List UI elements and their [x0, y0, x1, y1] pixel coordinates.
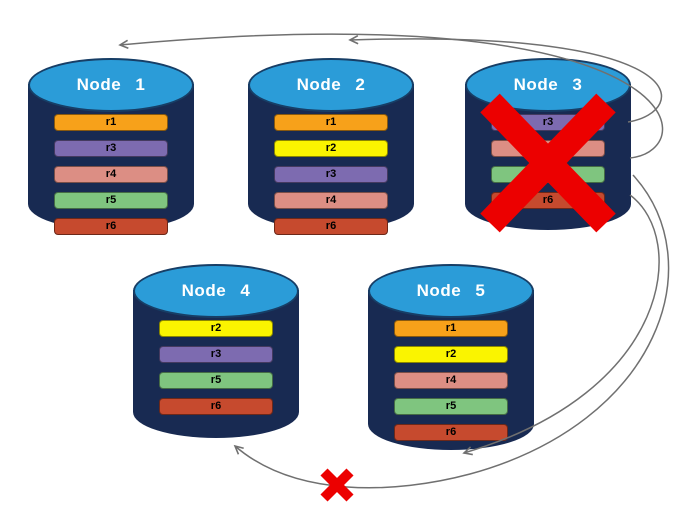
node-5-top: Node 5: [368, 264, 534, 318]
replica-bar-r2: r2: [394, 346, 508, 363]
node-3-replica-list: r3 r4 r5 r6: [491, 114, 605, 209]
node-2-title: Node 2: [296, 75, 366, 94]
replica-bar-r5: r5: [159, 372, 273, 389]
replica-bar-r2: r2: [159, 320, 273, 337]
node-4-top: Node 4: [133, 264, 299, 318]
replica-bar-r4: r4: [274, 192, 388, 209]
node-5-title: Node 5: [416, 281, 486, 300]
replica-bar-r1: r1: [54, 114, 168, 131]
node-2-top: Node 2: [248, 58, 414, 112]
node-2-cylinder: Node 2 r1 r2 r3 r4 r6: [248, 58, 414, 235]
replica-bar-r6: r6: [159, 398, 273, 415]
replica-bar-r3: r3: [54, 140, 168, 157]
replica-bar-r1: r1: [394, 320, 508, 337]
replica-bar-r3: r3: [159, 346, 273, 363]
node-5-cylinder: Node 5 r1 r2 r4 r5 r6: [368, 264, 534, 450]
node-3-title: Node 3: [513, 75, 583, 94]
replica-bar-r5: r5: [54, 192, 168, 209]
replica-bar-r5: r5: [394, 398, 508, 415]
node-1-top: Node 1: [28, 58, 194, 112]
node-3-top: Node 3: [465, 58, 631, 112]
replica-bar-r5: r5: [491, 166, 605, 183]
node-1-replica-list: r1 r3 r4 r5 r6: [54, 114, 168, 235]
replica-bar-r6: r6: [274, 218, 388, 235]
replica-bar-r6: r6: [54, 218, 168, 235]
node-4-replica-list: r2 r3 r5 r6: [159, 320, 273, 415]
node-5-replica-list: r1 r2 r4 r5 r6: [394, 320, 508, 441]
transfer-failure-cross-icon: [320, 468, 354, 502]
replica-bar-r1: r1: [274, 114, 388, 131]
replica-bar-r2: r2: [274, 140, 388, 157]
replica-bar-r3: r3: [491, 114, 605, 131]
replica-bar-r4: r4: [54, 166, 168, 183]
replica-bar-r4: r4: [491, 140, 605, 157]
replica-bar-r6: r6: [491, 192, 605, 209]
replica-bar-r6: r6: [394, 424, 508, 441]
node-3-cylinder: Node 3 r3 r4 r5 r6: [465, 58, 631, 230]
node-4-cylinder: Node 4 r2 r3 r5 r6: [133, 264, 299, 438]
node-2-replica-list: r1 r2 r3 r4 r6: [274, 114, 388, 235]
node-1-cylinder: Node 1 r1 r3 r4 r5 r6: [28, 58, 194, 235]
node-1-title: Node 1: [76, 75, 146, 94]
replica-bar-r4: r4: [394, 372, 508, 389]
replica-bar-r3: r3: [274, 166, 388, 183]
node-4-title: Node 4: [181, 281, 251, 300]
